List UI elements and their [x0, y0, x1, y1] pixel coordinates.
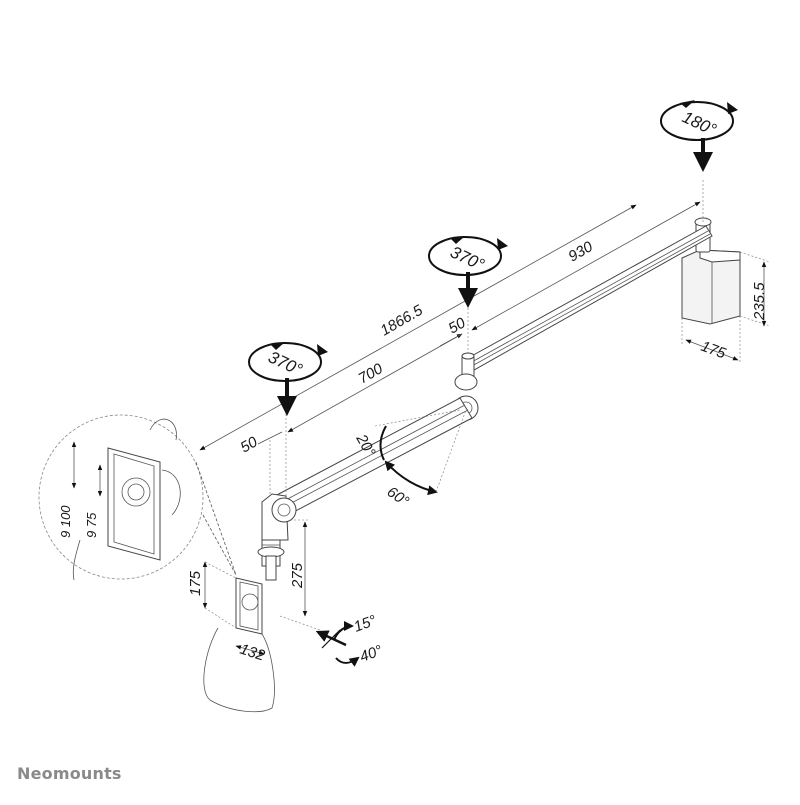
dim-total-reach: 1866.5	[378, 301, 427, 339]
dim-line-lower-arm	[287, 333, 463, 433]
rotation-label-middle: 370°	[447, 242, 487, 274]
angle-head-tilt: 15°	[352, 612, 379, 636]
rotation-label-head: 370°	[265, 347, 305, 379]
dim-line-upper-arm	[471, 201, 701, 331]
rotation-icon-middle	[428, 236, 508, 308]
vesa-plate	[203, 577, 275, 713]
dim-drop-height: 275	[289, 562, 306, 589]
rotation-label-wall: 180°	[679, 107, 719, 139]
tilt-up-arc	[379, 425, 387, 461]
tilt-down-arc	[384, 460, 438, 496]
rotation-icon-head	[248, 342, 328, 416]
dim-line-total-reach	[199, 204, 637, 451]
angle-tilt-down: 60°	[384, 483, 412, 510]
dim-line-vesa-width	[235, 645, 265, 655]
dim-offset-head: 50	[238, 433, 262, 456]
dim-lower-arm: 700	[356, 360, 387, 388]
lower-arm	[274, 397, 473, 517]
dim-bracket-width: 175	[699, 338, 729, 363]
dim-vesa-height: 175	[187, 570, 204, 596]
dim-bracket-height: 235.5	[751, 282, 768, 321]
dim-line-offset-middle	[439, 333, 463, 347]
head-joint	[257, 493, 297, 581]
dim-offset-middle: 50	[446, 314, 470, 337]
brand-logo: Neomounts	[17, 764, 122, 783]
rotation-icon-wall	[660, 100, 738, 172]
dim-detail-100: 9 100	[58, 505, 73, 538]
dim-line-offset-head	[257, 431, 283, 445]
dim-line-bracket-width	[685, 339, 739, 361]
dim-detail-75: 9 75	[84, 512, 99, 538]
dim-vesa-width: 132	[238, 641, 268, 665]
detail-magnifier	[38, 414, 237, 581]
angle-head-swivel: 40°	[358, 642, 385, 666]
